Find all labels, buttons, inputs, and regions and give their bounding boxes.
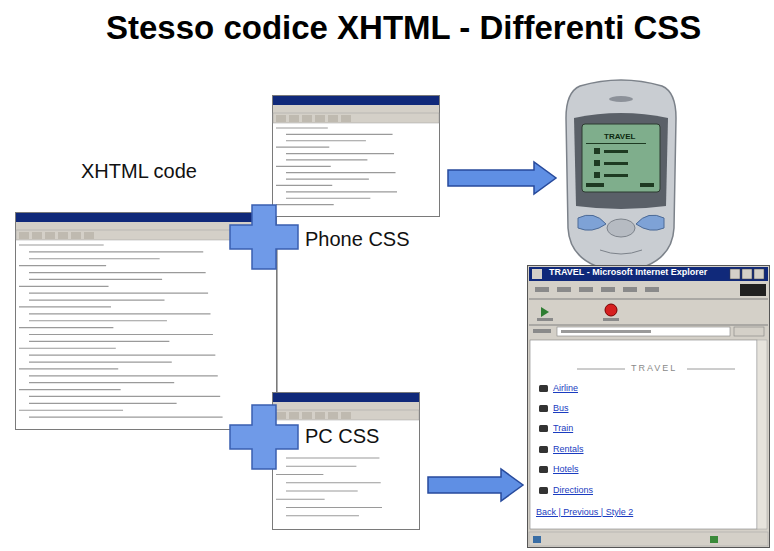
mobile-phone-art — [560, 78, 682, 274]
page-link: Train — [553, 423, 573, 433]
node-label: TRAVEL — [631, 363, 677, 373]
page-link: Rentals — [553, 444, 584, 454]
diagram-title: Stesso codice XHTML - Differenti CSS — [106, 10, 701, 46]
pc-css-window-art — [272, 392, 420, 530]
block-arrow — [448, 162, 556, 194]
pc-css-window: PC CSS — [272, 392, 420, 530]
plus-sign — [230, 205, 298, 269]
block-arrow — [428, 469, 523, 501]
phone-css-window: Phone CSS — [272, 95, 440, 217]
node-label: TRAVEL — [604, 132, 635, 141]
page-link: Back | Previous | Style 2 — [536, 507, 633, 517]
xhtml-window-art — [15, 212, 277, 430]
plus-sign — [230, 405, 298, 469]
node-label: XHTML code — [81, 160, 197, 183]
node-label: PC CSS — [305, 425, 379, 448]
browser-window: TRAVEL - Microsoft Internet ExplorerTRAV… — [527, 265, 770, 548]
xhtml-window: XHTML code — [15, 212, 277, 430]
window-title: TRAVEL - Microsoft Internet Explorer — [549, 267, 707, 277]
page-link: Airline — [553, 383, 578, 393]
node-label: Phone CSS — [305, 228, 410, 251]
mobile-phone: TRAVEL — [560, 78, 682, 274]
page-link: Bus — [553, 403, 569, 413]
page-link: Directions — [553, 485, 593, 495]
phone-css-window-art — [272, 95, 440, 217]
page-link: Hotels — [553, 464, 579, 474]
